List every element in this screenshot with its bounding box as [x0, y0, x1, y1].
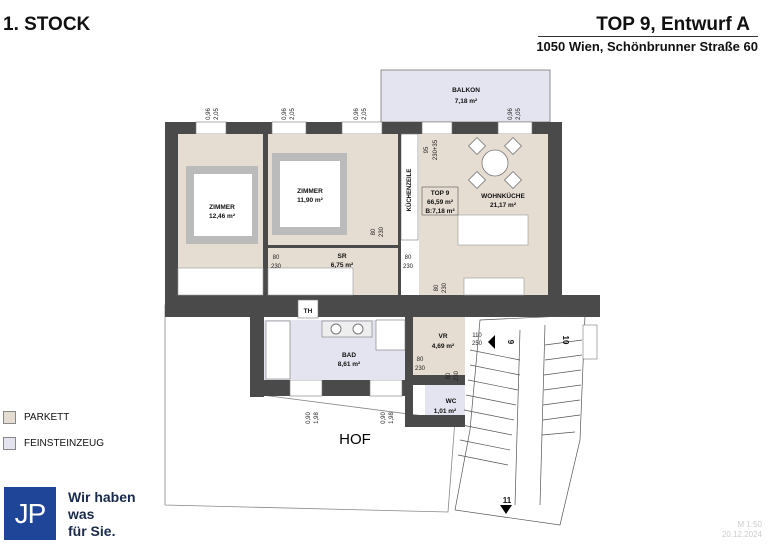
plan-label: 1,01 m²: [434, 408, 457, 415]
slogan-line: Wir haben: [68, 489, 136, 505]
plan-date: 20.12.2024: [721, 530, 762, 539]
plan-label: 80: [446, 372, 452, 379]
stair-label-9: 9: [506, 340, 515, 345]
legend-item-feinsteinzeug: FEINSTEINZEUG: [3, 437, 104, 450]
plan-label: 2,05: [290, 108, 296, 120]
scale: M 1:50: [737, 520, 762, 529]
plan-label: ZIMMER: [297, 188, 323, 195]
wall: [250, 317, 264, 397]
plan-label: 80: [417, 357, 424, 363]
plan-label: 95: [424, 146, 430, 153]
unit-box: [421, 186, 459, 216]
water-heater: [297, 299, 319, 319]
plan-label: 0,96: [508, 108, 514, 120]
door-dims: 80 230 80 230 80 230 80 230 80 230 80 23…: [271, 139, 483, 381]
plan-label: 8,61 m²: [338, 361, 361, 368]
plan-label: 230: [442, 282, 448, 293]
plan-label: 0,90: [381, 412, 387, 424]
window-dims: 0,96 2,05 0,96 2,05 0,96 2,05 0,96 2,05 …: [206, 108, 522, 424]
plan-label: 0,90: [306, 412, 312, 424]
plan-label: 250: [472, 341, 483, 347]
plan-label: 11,90 m²: [297, 197, 323, 204]
scale-date: M 1:50 20.12.2024: [722, 520, 762, 540]
plan-label: 80: [273, 255, 280, 261]
stair-arrow-11: [500, 505, 512, 514]
plan-label: 230: [415, 366, 426, 372]
plan-label: 21,17 m²: [490, 202, 517, 209]
door-balcony: [582, 324, 598, 360]
plan-label: VR: [438, 333, 447, 340]
plan-label: BAD: [342, 352, 356, 359]
address: 1050 Wien, Schönbrunner Straße 60: [536, 39, 758, 54]
plan-label: ZIMMER: [209, 204, 235, 211]
stair-label-11: 11: [503, 496, 512, 505]
plan-label: 1,98: [314, 412, 320, 424]
plan-label: 230+35: [433, 139, 439, 160]
room-vr: [413, 317, 465, 375]
slogan-line: für Sie.: [68, 523, 116, 539]
plan-label: TOP 9: [431, 190, 450, 197]
plan-label: 80: [434, 284, 440, 291]
slogan-line: was: [68, 506, 95, 522]
plan-label: 7,18 m²: [455, 98, 478, 105]
wall: [165, 122, 178, 317]
th-label: TH: [304, 308, 313, 315]
room-balkon: [380, 69, 551, 123]
legend-swatch: [3, 411, 16, 424]
wall: [165, 295, 600, 317]
plan-label: BALKON: [452, 87, 480, 94]
plan-label: 80: [371, 228, 377, 235]
legend-label: FEINSTEINZEUG: [24, 438, 105, 449]
wall: [548, 122, 562, 312]
jp-logo: JP: [4, 487, 56, 540]
stair-label-10: 10: [561, 336, 570, 345]
plan-label: 2,05: [516, 108, 522, 120]
plan-label: 110: [472, 333, 482, 339]
wall: [405, 375, 465, 385]
washbasins: [321, 320, 373, 338]
plan-label: 1,98: [389, 412, 395, 424]
plan-label: 230: [271, 264, 282, 270]
plan-label: WC: [446, 398, 457, 405]
room-wc: [425, 385, 465, 415]
wall: [405, 317, 413, 427]
shower: [375, 319, 406, 351]
floor-title: 1. STOCK: [3, 14, 91, 35]
plan-label: 230: [403, 264, 414, 270]
plan-label: 0,96: [282, 108, 288, 120]
plan-label: 0,96: [206, 108, 212, 120]
project-title: TOP 9, Entwurf A: [596, 14, 750, 35]
plan-label: 12,46 m²: [209, 213, 236, 220]
plan-label: SR: [337, 253, 346, 260]
staircase: [454, 314, 586, 526]
legend-item-parkett: PARKETT: [3, 411, 69, 424]
legend-swatch: [3, 437, 16, 450]
plan-label: 230: [454, 370, 460, 381]
plan-label: 0,96: [354, 108, 360, 120]
plan-label: 2,05: [362, 108, 368, 120]
plan-label: 80: [405, 255, 412, 261]
legend-label: PARKETT: [24, 412, 70, 423]
plan-label: 230: [379, 226, 385, 237]
slogan: Wir haben was für Sie.: [68, 489, 136, 540]
dining-table: [467, 136, 523, 190]
stair-arrow-9: [488, 335, 495, 349]
bathtub: [265, 320, 291, 380]
wall: [405, 415, 465, 427]
hof-label: HOF: [339, 431, 371, 448]
plan-label: 2,05: [214, 108, 220, 120]
plan-label: KÜCHENZEILE: [406, 169, 413, 212]
plan-label: B:7,18 m²: [425, 208, 455, 215]
plan-label: 6,75 m²: [331, 262, 354, 269]
plan-label: 4,69 m²: [432, 343, 455, 350]
plan-label: WOHNKÜCHE: [481, 191, 525, 200]
plan-label: 66,59 m²: [427, 199, 454, 206]
title-divider: [538, 36, 758, 37]
